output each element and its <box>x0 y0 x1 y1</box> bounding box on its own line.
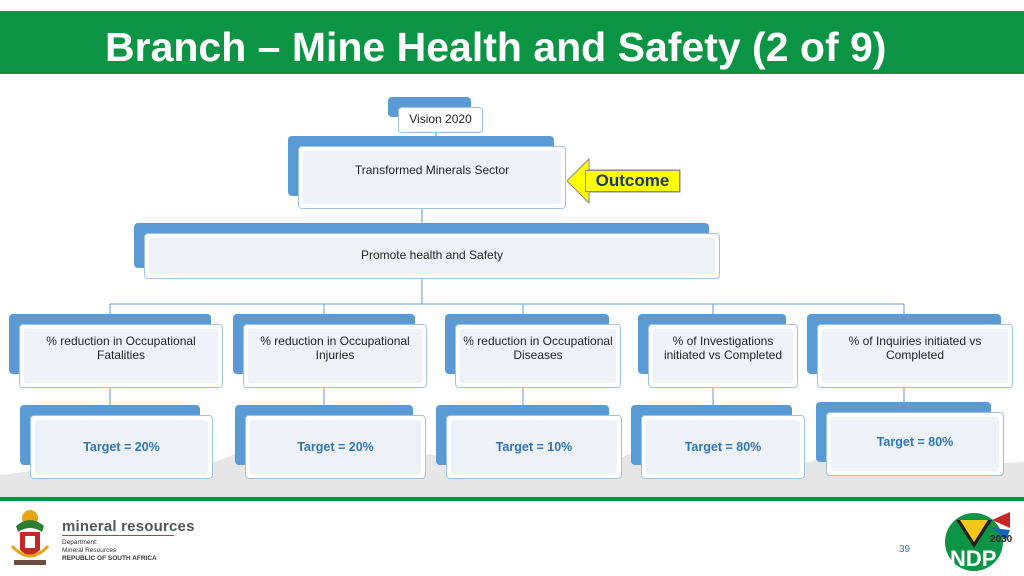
ndp-2030-logo: 2030 NDP <box>945 512 1013 571</box>
page-number: 39 <box>899 544 911 555</box>
target-label: Target = 20% <box>297 439 374 454</box>
department-line: Mineral Resources <box>62 547 117 554</box>
target-node: Target = 20% <box>235 405 426 479</box>
target-node: Target = 20% <box>20 405 213 479</box>
measure-label: % of Investigations initiated vs Complet… <box>663 334 783 362</box>
target-label: Target = 80% <box>684 439 762 454</box>
target-node: Target = 10% <box>436 405 622 479</box>
svg-text:NDP: NDP <box>950 546 996 571</box>
footer-divider <box>0 497 1024 501</box>
vision-label: Vision 2020 <box>409 112 472 127</box>
brand-divider <box>62 535 174 536</box>
coat-of-arms-logo <box>10 510 50 565</box>
measure-node: % of Investigations initiated vs Complet… <box>638 314 798 388</box>
title-bar: Branch – Mine Health and Safety (2 of 9) <box>0 11 1024 74</box>
target-label: Target = 10% <box>495 439 573 454</box>
target-node: Target = 80% <box>816 402 1004 476</box>
department-line: Department: <box>62 539 98 546</box>
outcome-callout-label: Outcome <box>585 170 680 192</box>
measure-node: % reduction in Occupational Injuries <box>233 314 427 388</box>
measure-label: % reduction in Occupational Injuries <box>260 334 410 362</box>
svg-text:2030: 2030 <box>990 534 1013 545</box>
department-line: REPUBLIC OF SOUTH AFRICA <box>62 555 157 562</box>
vision-node: Vision 2020 <box>388 97 483 135</box>
promote-node-label: Promote health and Safety <box>360 247 504 262</box>
measure-label: % reduction in Occupational Diseases <box>463 334 613 362</box>
measure-node: % of Inquiries initiated vs Completed <box>807 314 1013 388</box>
page-title: Branch – Mine Health and Safety (2 of 9) <box>105 24 887 70</box>
brand-name: mineral resources <box>62 518 195 535</box>
target-label: Target = 20% <box>83 439 160 454</box>
target-node: Target = 80% <box>631 405 805 479</box>
outcome-node-label: Transformed Minerals Sector <box>354 162 510 177</box>
target-label: Target = 80% <box>876 434 954 449</box>
measure-label: % reduction in Occupational Fatalities <box>46 334 196 362</box>
measure-node: % reduction in Occupational Diseases <box>445 314 621 388</box>
promote-node: Promote health and Safety <box>134 223 722 279</box>
outcome-node: Transformed Minerals Sector <box>288 136 568 209</box>
measure-node: % reduction in Occupational Fatalities <box>9 314 223 388</box>
measure-label: % of Inquiries initiated vs Completed <box>848 334 982 362</box>
